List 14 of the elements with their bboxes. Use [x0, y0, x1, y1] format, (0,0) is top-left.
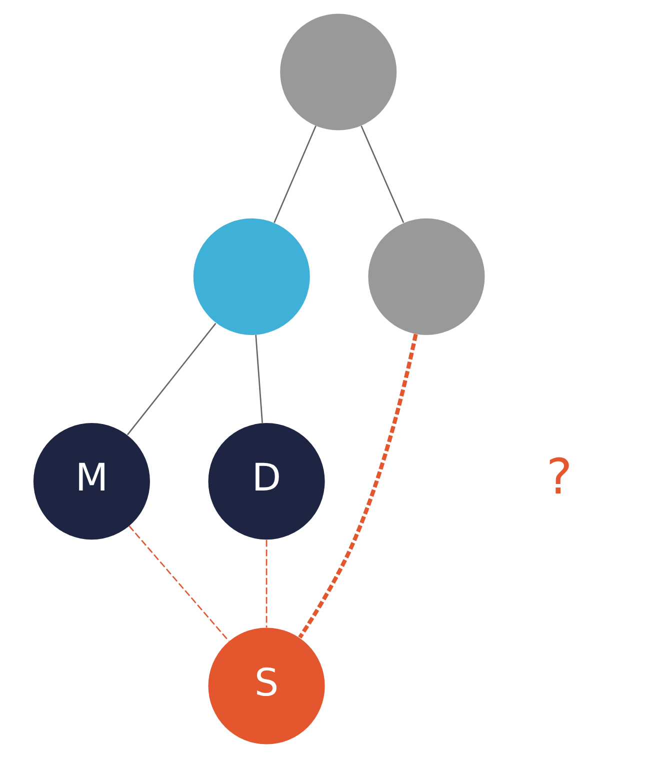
node-circle — [193, 218, 310, 335]
connector — [298, 334, 418, 639]
node-circle — [280, 14, 397, 130]
node-circle: M — [33, 423, 150, 540]
connector — [255, 334, 263, 423]
node-circle: S — [208, 628, 325, 744]
connector — [360, 126, 404, 223]
connector — [128, 526, 230, 642]
connector — [126, 322, 216, 436]
node-circle — [368, 218, 485, 335]
connector — [274, 126, 316, 223]
label: ? — [546, 448, 572, 506]
connector — [266, 540, 268, 628]
node-circle: D — [208, 423, 325, 540]
